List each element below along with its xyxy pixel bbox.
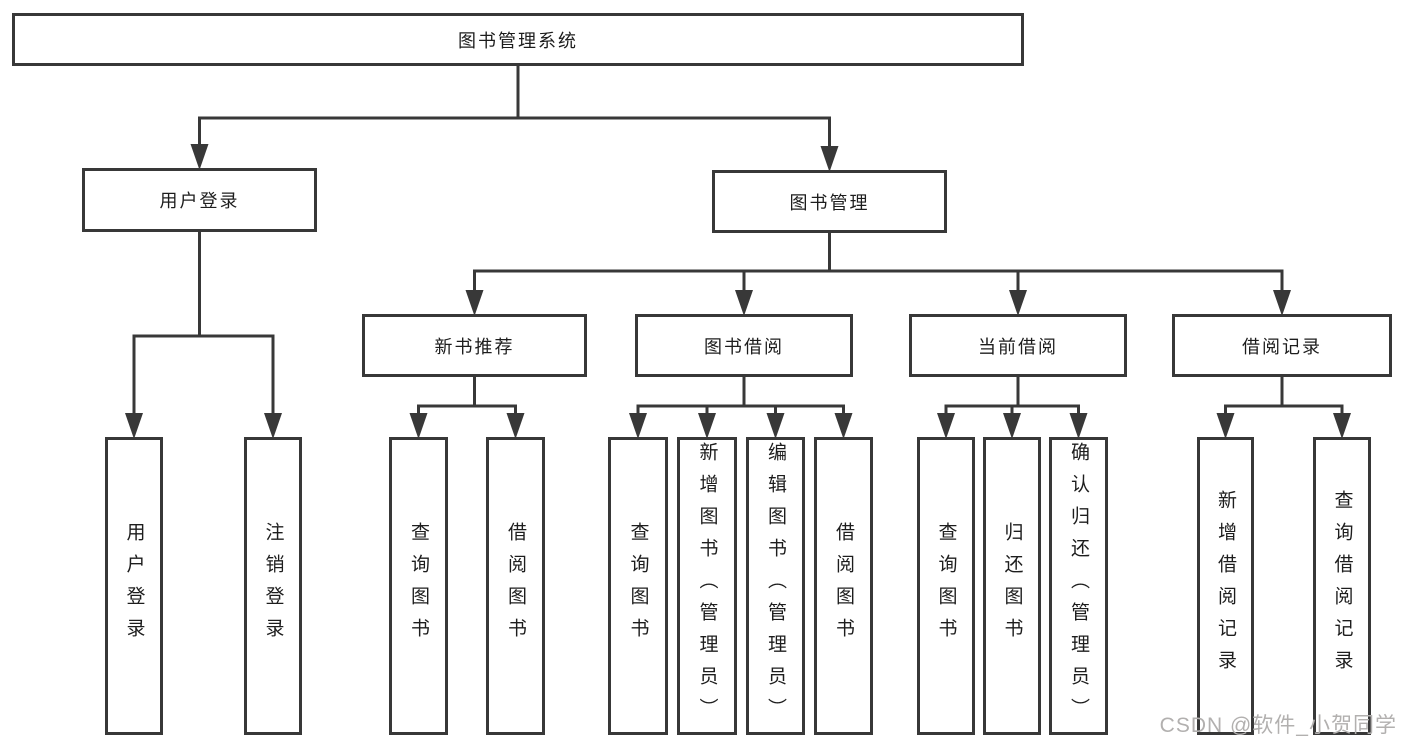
leaf-borrow-edit-books-admin: 编辑图书（管理员） <box>746 437 805 735</box>
node-borrow-history: 借阅记录 <box>1172 314 1392 377</box>
node-library-system: 图书管理系统 <box>12 13 1024 66</box>
node-user-login: 用户登录 <box>82 168 317 232</box>
leaf-user-login: 用户登录 <box>105 437 163 735</box>
node-new-book-recommend: 新书推荐 <box>362 314 587 377</box>
leaf-current-query-books: 查询图书 <box>917 437 975 735</box>
leaf-borrow-add-books-admin: 新增图书（管理员） <box>677 437 737 735</box>
node-current-borrow: 当前借阅 <box>909 314 1127 377</box>
leaf-logout: 注销登录 <box>244 437 302 735</box>
leaf-borrow-query-books: 查询图书 <box>608 437 668 735</box>
leaf-current-return-books: 归还图书 <box>983 437 1041 735</box>
leaf-history-add-record: 新增借阅记录 <box>1197 437 1254 735</box>
node-book-borrow: 图书借阅 <box>635 314 853 377</box>
node-book-management: 图书管理 <box>712 170 947 233</box>
leaf-borrow-borrow-books: 借阅图书 <box>814 437 873 735</box>
leaf-recommend-query-books: 查询图书 <box>389 437 448 735</box>
watermark: CSDN @软件_小贺同学 <box>1159 714 1397 737</box>
leaf-history-query-record: 查询借阅记录 <box>1313 437 1371 735</box>
leaf-recommend-borrow-books: 借阅图书 <box>486 437 545 735</box>
leaf-current-confirm-return-admin: 确认归还（管理员） <box>1049 437 1108 735</box>
